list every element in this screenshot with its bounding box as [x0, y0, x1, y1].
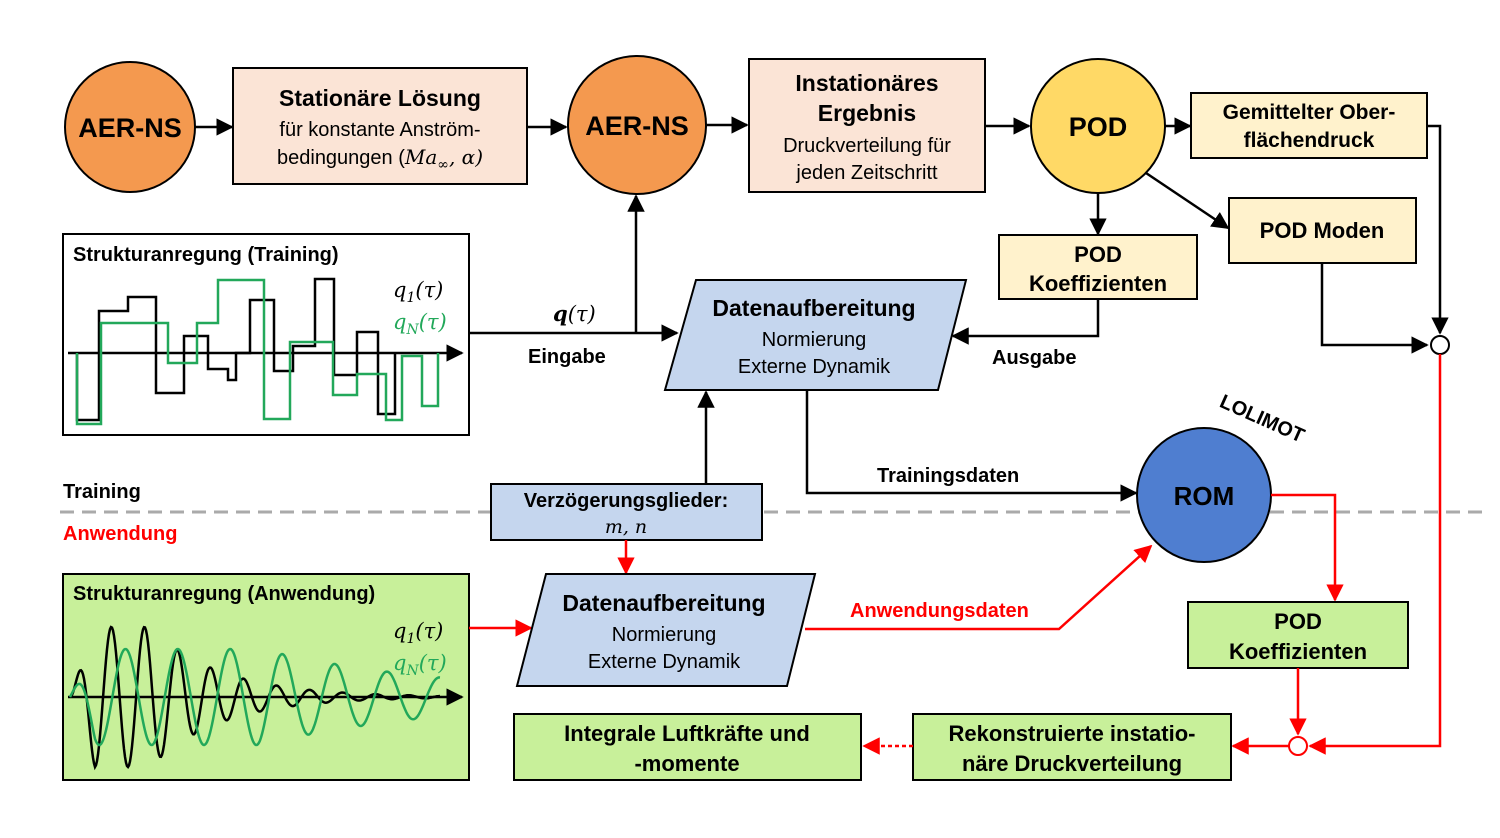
- q-tau-label: q(τ): [553, 301, 596, 326]
- aer-ns-label-2: AER-NS: [585, 111, 689, 141]
- junction-bottom: [1288, 736, 1308, 756]
- instationary-title2: Ergebnis: [818, 100, 916, 126]
- junction-top: [1430, 335, 1450, 355]
- instationary-line2: jeden Zeitschritt: [795, 162, 938, 184]
- arrow-dataprep-to-rom: [805, 390, 1138, 502]
- training-section-label: Training: [63, 481, 141, 503]
- arrow-coeffs-to-dataprep: [951, 299, 1100, 345]
- pod-modes-box: POD Moden: [1228, 197, 1417, 264]
- application-data-label: Anwendungsdaten: [850, 600, 1029, 622]
- input-label: Eingabe: [528, 346, 606, 368]
- excitation-application-title: Strukturanregung (Anwendung): [73, 583, 375, 605]
- training-data-label: Trainingsdaten: [877, 465, 1019, 487]
- aer-ns-circle-2: AER-NS: [567, 55, 707, 195]
- stationary-title: Stationäre Lösung: [279, 85, 481, 111]
- data-preparation-top: Datenaufbereitung Normierung Externe Dyn…: [663, 279, 968, 391]
- application-q1-label: q1(τ): [393, 619, 443, 647]
- instationary-line1: Druckverteilung für: [783, 135, 951, 157]
- stationary-line1: für konstante Anström-: [279, 119, 480, 141]
- rom-circle: ROM: [1136, 427, 1272, 563]
- application-signal-qN: [68, 647, 441, 747]
- training-signal-qN: [75, 278, 440, 426]
- mean-surface-pressure-box: Gemittelter Ober- flächendruck: [1190, 92, 1428, 159]
- dataprep-top-line1: Normierung: [762, 329, 866, 351]
- output-label: Ausgabe: [992, 347, 1076, 369]
- dataprep-bottom-line2: Externe Dynamik: [588, 651, 741, 673]
- delay-title: Verzögerungsglieder:: [524, 490, 729, 512]
- pod-label: POD: [1069, 112, 1128, 142]
- excitation-application-panel: Strukturanregung (Anwendung) q1(τ) qN(τ): [62, 573, 470, 781]
- dataprep-top-title: Datenaufbereitung: [712, 295, 915, 321]
- integral-line1: Integrale Luftkräfte und: [564, 721, 810, 746]
- reconstructed-pressure-box: Rekonstruierte instatio- näre Druckverte…: [912, 713, 1232, 781]
- pod-coeffs-top-line1: POD: [1074, 242, 1122, 267]
- arrow-pod-to-modes: [1145, 171, 1230, 230]
- excitation-training-title: Strukturanregung (Training): [73, 244, 339, 266]
- line-mean-to-junction: [1427, 124, 1449, 335]
- delay-elements-box: Verzögerungsglieder: m, n: [490, 483, 763, 541]
- mean-pressure-line2: flächendruck: [1244, 129, 1375, 152]
- pod-coeffs-bottom-line1: POD: [1274, 609, 1322, 634]
- instationary-title1: Instationäres: [795, 70, 938, 96]
- rom-label: ROM: [1174, 481, 1235, 511]
- integral-line2: -momente: [634, 751, 739, 776]
- arrow-appdata-to-rom: [805, 544, 1153, 631]
- application-qN-label: qN(τ): [393, 651, 447, 679]
- aer-ns-label-1: AER-NS: [78, 113, 182, 143]
- training-qN-label: qN(τ): [393, 310, 447, 338]
- application-section-label: Anwendung: [63, 523, 177, 545]
- arrow-rom-to-coeffs: [1271, 493, 1344, 602]
- dataprep-bottom-title: Datenaufbereitung: [562, 590, 765, 616]
- application-signal-q1: [69, 625, 441, 771]
- pod-modes-label: POD Moden: [1260, 218, 1385, 243]
- aer-ns-circle-1: AER-NS: [64, 61, 196, 193]
- integral-forces-box: Integrale Luftkräfte und -momente: [513, 713, 862, 781]
- dataprep-top-line2: Externe Dynamik: [738, 356, 891, 378]
- training-signal-q1: [75, 277, 397, 422]
- pod-coefficients-top-box: POD Koeffizienten: [998, 234, 1198, 300]
- training-q1-label: q1(τ): [393, 278, 443, 306]
- pod-coeffs-bottom-line2: Koeffizienten: [1229, 639, 1367, 664]
- line-modes-to-junction: [1320, 263, 1429, 354]
- pod-coefficients-bottom-box: POD Koeffizienten: [1187, 601, 1409, 669]
- dataprep-bottom-line1: Normierung: [612, 624, 716, 646]
- pod-coeffs-top-line2: Koeffizienten: [1029, 271, 1167, 296]
- stationary-line2: bedingungen (Ma∞, α): [277, 145, 483, 173]
- stationary-solution-box: Stationäre Lösung für konstante Anström-…: [232, 67, 528, 185]
- mean-pressure-line1: Gemittelter Ober-: [1223, 101, 1396, 124]
- reconstructed-line2: näre Druckverteilung: [962, 751, 1182, 776]
- reconstructed-line1: Rekonstruierte instatio-: [949, 721, 1196, 746]
- instationary-result-box: Instationäres Ergebnis Druckverteilung f…: [748, 58, 986, 193]
- data-preparation-bottom: Datenaufbereitung Normierung Externe Dyn…: [515, 573, 817, 687]
- delay-params: m, n: [605, 516, 647, 538]
- line-topjunction-to-bottomjunction: [1308, 354, 1442, 755]
- excitation-training-panel: Strukturanregung (Training) q1(τ) qN(τ): [62, 233, 470, 436]
- pod-circle: POD: [1030, 58, 1166, 194]
